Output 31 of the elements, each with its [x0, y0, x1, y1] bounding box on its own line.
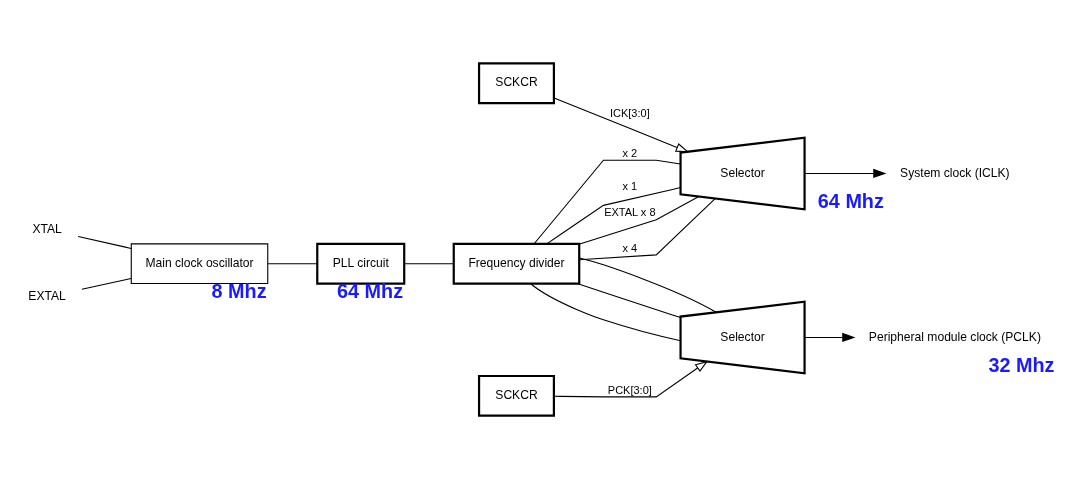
node-text: System clock (ICLK) — [900, 165, 1010, 180]
arrow — [804, 168, 887, 179]
edge-label: ICK[3:0] — [609, 107, 650, 120]
connector — [546, 187, 682, 245]
connector — [81, 278, 132, 290]
connector — [404, 263, 455, 265]
node-label: 32 Mhz — [988, 354, 1055, 377]
edge-label: PCK[3:0] — [607, 383, 652, 396]
connector — [579, 198, 716, 261]
arrow — [553, 97, 689, 153]
node-box: Selector — [679, 136, 806, 211]
node-label: 64 Mhz — [817, 190, 884, 213]
arrow — [553, 360, 709, 398]
node-text: XTAL — [32, 221, 62, 236]
arrow — [804, 332, 856, 343]
node-box: SCKCR — [477, 374, 555, 417]
edge-label: EXTAL x 8 — [604, 206, 656, 219]
node-text: Peripheral module clock (PCLK) — [868, 329, 1041, 344]
connector — [578, 257, 717, 313]
node-box: SCKCR — [477, 62, 555, 105]
connector — [533, 159, 681, 245]
edge-label: x 2 — [622, 146, 638, 159]
edge-label: x 4 — [622, 241, 638, 254]
node-text: EXTAL — [28, 288, 66, 303]
connector — [576, 283, 682, 319]
connector — [77, 235, 132, 249]
connector — [530, 283, 682, 342]
connector — [579, 196, 700, 245]
connector — [267, 263, 318, 265]
edge-label: x 1 — [622, 179, 638, 192]
node-box: Frequency divider — [452, 242, 581, 285]
